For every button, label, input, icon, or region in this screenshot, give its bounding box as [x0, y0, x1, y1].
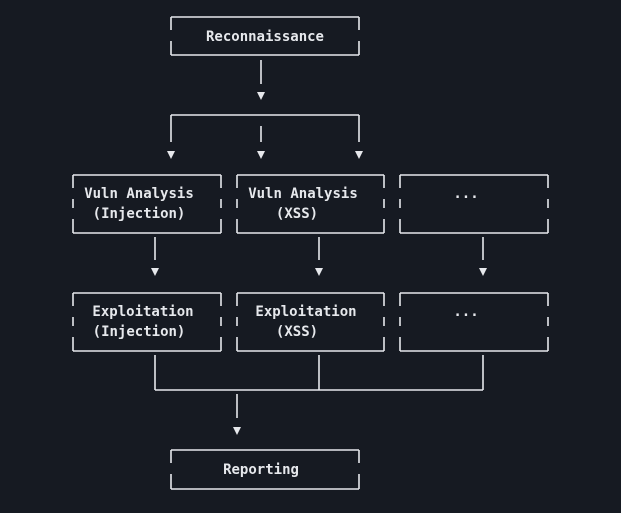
connector-exploit-to-reporting [154, 355, 484, 435]
box-exploitation-injection: Exploitation (Injection) [72, 292, 222, 352]
connector-recon-to-branches [167, 60, 363, 159]
arrow-down-icon [233, 427, 241, 435]
arrow-down-icon [257, 92, 265, 100]
vuln-injection-line2: (Injection) [93, 206, 186, 222]
box-reporting: Reporting [170, 449, 360, 490]
box-exploitation-xss: Exploitation (XSS) [236, 292, 385, 352]
arrow-down-icon [355, 151, 363, 159]
vuln-injection-line1: Vuln Analysis [84, 186, 194, 202]
exploit-xss-line1: Exploitation [255, 304, 356, 320]
exploit-more-label: ... [453, 304, 478, 320]
vuln-more-label: ... [453, 186, 478, 202]
connector-vuln-to-exploit [151, 237, 487, 276]
reconnaissance-label: Reconnaissance [206, 29, 324, 45]
exploit-xss-line2: (XSS) [276, 324, 318, 340]
arrow-down-icon [315, 268, 323, 276]
box-vuln-analysis-xss: Vuln Analysis (XSS) [236, 174, 385, 234]
arrow-down-icon [479, 268, 487, 276]
vuln-xss-line1: Vuln Analysis [248, 186, 358, 202]
box-vuln-analysis-injection: Vuln Analysis (Injection) [72, 174, 222, 234]
arrow-down-icon [257, 151, 265, 159]
exploit-injection-line2: (Injection) [93, 324, 186, 340]
arrow-down-icon [151, 268, 159, 276]
box-reconnaissance: Reconnaissance [170, 16, 360, 56]
vuln-xss-line2: (XSS) [276, 206, 318, 222]
box-vuln-analysis-more: ... [399, 174, 549, 234]
reporting-label: Reporting [223, 462, 299, 478]
arrow-down-icon [167, 151, 175, 159]
box-exploitation-more: ... [399, 292, 549, 352]
exploit-injection-line1: Exploitation [92, 304, 193, 320]
